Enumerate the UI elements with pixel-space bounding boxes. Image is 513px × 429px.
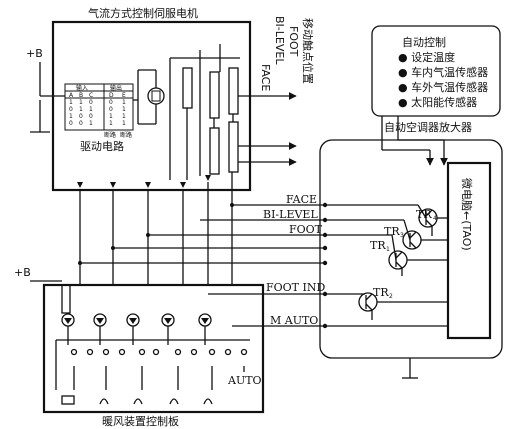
motor-icon [138, 69, 165, 125]
transistor-tr2 [358, 292, 448, 320]
label-moving-contact: 移动触点位置 [301, 18, 315, 84]
table-col-a: A [69, 92, 74, 99]
tr4-subscript: 4 [433, 215, 437, 222]
table-col-b: B [79, 92, 83, 99]
amplifier-title: 自动空调器放大器 [384, 120, 472, 134]
position-contacts [169, 44, 240, 180]
transistor-tr4 [417, 204, 448, 236]
table-cell: 0 [69, 106, 73, 113]
signal-foot: FOOT [289, 223, 323, 236]
auto-item-cabin-sensor: ● 车内气温传感器 [398, 65, 488, 79]
tr2-label: TR [373, 286, 389, 299]
table-cell: 0 [89, 99, 93, 106]
table-in-header: 输入 [76, 84, 88, 92]
bus-lines [79, 172, 233, 285]
truth-table: 输入 输出 A B C D E 1 1 0 0 1 0 1 1 0 1 1 0 … [64, 83, 134, 139]
table-cell: 1 [69, 113, 73, 120]
tr4-label: TR [416, 208, 432, 221]
signal-foot-ind: FOOT IND [266, 281, 325, 294]
table-note-open: 断路 [120, 131, 132, 139]
transistor-tr1 [388, 234, 448, 276]
label-foot-pos: FOOT [287, 26, 300, 57]
transistor-tr3 [402, 219, 448, 250]
table-cell: 0 [79, 113, 83, 120]
table-cell: 0 [89, 113, 93, 120]
signal-lines [78, 203, 325, 327]
table-cell: 1 [89, 106, 93, 113]
table-col-d: D [109, 92, 114, 99]
auto-item-set-temp: ● 设定温度 [398, 50, 455, 64]
panel-auto-label: AUTO [227, 374, 262, 387]
table-cell: 1 [109, 113, 113, 120]
tr1-label: TR [370, 239, 386, 252]
table-cell: 1 [79, 99, 83, 106]
amplifier-box [319, 139, 503, 359]
mode-switches [55, 326, 250, 390]
signal-face: FACE [286, 193, 317, 206]
signal-m-auto: M AUTO [270, 314, 318, 327]
table-cell: 0 [69, 120, 73, 127]
auto-item-solar-sensor: ● 太阳能传感器 [398, 95, 477, 109]
auto-item-outside-sensor: ● 车外气温传感器 [398, 80, 488, 94]
table-cell: 1 [109, 120, 113, 127]
panel-mode-icons [61, 395, 213, 405]
indicator-leds [61, 313, 212, 327]
signal-bilevel: BI-LEVEL [263, 208, 318, 221]
table-cell: 0 [109, 106, 113, 113]
label-face-pos: FACE [259, 64, 272, 91]
table-cell: 1 [122, 99, 126, 106]
supply-top-label: +B [26, 47, 43, 60]
microcomputer-box [446, 161, 492, 340]
table-cell: 1 [79, 106, 83, 113]
tr3-label: TR [384, 225, 400, 238]
table-cell: 1 [69, 99, 73, 106]
microcomputer-label: 微电脑←(TAO) [460, 178, 474, 251]
servo-box [51, 20, 252, 192]
table-note-open: 断路 [104, 131, 116, 139]
servo-title: 气流方式控制伺服电机 [88, 6, 198, 20]
table-col-e: E [122, 92, 126, 99]
tr1-subscript: 1 [386, 246, 390, 253]
table-cell: 1 [122, 113, 126, 120]
driver-input-arrows [77, 175, 211, 188]
table-cell: 1 [89, 120, 93, 127]
table-cell: 0 [109, 99, 113, 106]
tr2-subscript: 2 [389, 293, 393, 300]
table-col-c: C [89, 92, 93, 99]
supply-bottom-label: +B [14, 266, 31, 279]
table-cell: 0 [79, 120, 83, 127]
table-cell: 1 [122, 120, 126, 127]
drive-circuit-label: 驱动电路 [80, 140, 124, 153]
control-panel-box [42, 283, 265, 414]
auto-control-box [371, 25, 501, 117]
auto-control-title: 自动控制 [402, 35, 446, 49]
label-bilevel-pos: BI-LEVEL [273, 16, 286, 65]
panel-title: 暖风装置控制板 [102, 414, 179, 428]
tr3-subscript: 3 [400, 232, 404, 239]
table-cell: 1 [122, 106, 126, 113]
table-out-header: 输出 [110, 84, 122, 92]
